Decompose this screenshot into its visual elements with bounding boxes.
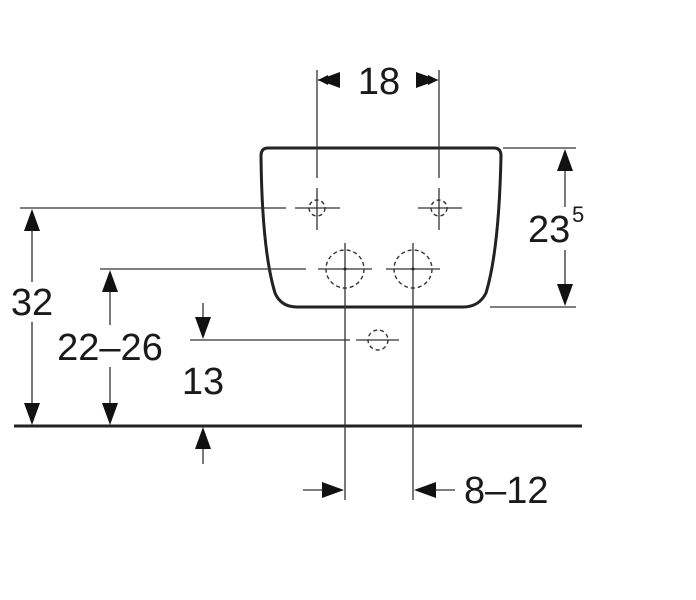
dim-label-23: 23 [528,209,570,251]
dim-label-18: 18 [358,61,400,103]
dimension-23-5: 23 5 [528,149,584,306]
drain-hole [190,329,399,351]
dimension-32: 32 [4,209,60,425]
inlet-right [386,243,440,500]
dim-label-superscript-5: 5 [572,202,584,227]
tap-hole-right [418,188,462,230]
dim-label-32: 32 [11,282,53,324]
dim-label-8-12: 8–12 [464,470,549,512]
dimension-22-26: 22–26 [50,270,170,425]
inlet-left [318,243,372,500]
dimension-13: 13 [182,303,224,464]
dim-label-22-26: 22–26 [57,327,163,369]
bidet-outline [259,146,503,309]
dim-label-13: 13 [182,361,224,403]
tap-hole-left [295,188,340,230]
dimension-18: 18 [316,61,440,178]
dimension-8-12: 8–12 [303,470,549,512]
